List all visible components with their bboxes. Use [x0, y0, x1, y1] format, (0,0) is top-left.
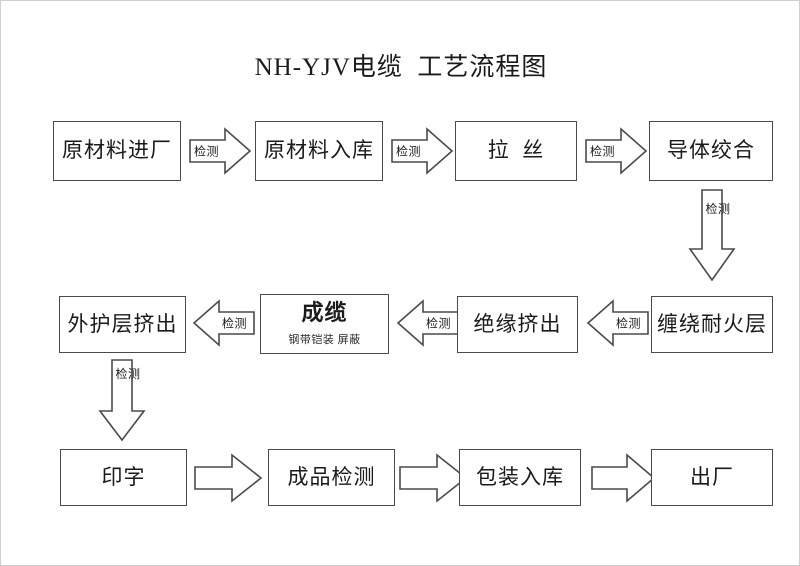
page-title: NH-YJV电缆 工艺流程图 — [254, 54, 548, 81]
arrow-printing-to-finished-product-inspection — [194, 453, 263, 503]
node-label: 外护层挤出 — [67, 311, 178, 336]
node-label: 出厂 — [690, 464, 734, 489]
arrow-finished-product-inspection-to-packing — [399, 453, 468, 503]
node-sublabel: 钢带铠装 屏蔽 — [288, 334, 361, 347]
arrow-insulation-extrusion-to-cabling: 检测 — [396, 299, 459, 347]
node-raw-material-warehousing: 原材料入库 — [255, 121, 383, 181]
node-raw-material-arrival: 原材料进厂 — [53, 121, 181, 181]
arrow-warehousing-to-wire-drawing: 检测 — [391, 127, 454, 175]
arrow-wire-drawing-to-conductor-stranding: 检测 — [585, 127, 648, 175]
node-label: 原材料入库 — [264, 138, 374, 163]
arrow-packing-to-factory-shipment — [591, 453, 656, 503]
node-insulation-extrusion: 绝缘挤出 — [457, 296, 578, 353]
node-fire-resistant-wrapping: 缠绕耐火层 — [651, 296, 773, 353]
node-label: 印字 — [101, 464, 146, 489]
node-label: 包装入库 — [476, 464, 564, 489]
node-label: 绝缘挤出 — [473, 311, 562, 336]
node-factory-shipment: 出厂 — [651, 449, 773, 506]
arrow-conductor-stranding-to-fire-resistant-wrapping: 检测 — [688, 189, 736, 282]
node-wire-drawing: 拉 丝 — [455, 121, 577, 181]
node-label: 拉 丝 — [487, 138, 545, 163]
node-label: 缠绕耐火层 — [657, 311, 767, 336]
node-printing: 印字 — [60, 449, 187, 506]
node-label: 导体绞合 — [667, 138, 755, 163]
node-conductor-stranding: 导体绞合 — [649, 121, 773, 181]
node-label: 原材料进厂 — [62, 138, 172, 163]
node-finished-product-inspection: 成品检测 — [268, 449, 395, 506]
node-outer-sheath-extrusion: 外护层挤出 — [59, 296, 186, 353]
node-packing-warehousing: 包装入库 — [459, 449, 581, 506]
arrow-cabling-to-outer-sheath-extrusion: 检测 — [192, 299, 255, 347]
node-label: 成缆 — [301, 299, 348, 325]
node-cabling: 成缆 钢带铠装 屏蔽 — [260, 294, 389, 354]
node-label: 成品检测 — [287, 464, 376, 489]
arrow-fire-resistant-wrapping-to-insulation-extrusion: 检测 — [586, 299, 649, 347]
arrow-outer-sheath-extrusion-to-printing: 检测 — [98, 359, 146, 442]
arrow-raw-material-arrival-to-warehousing: 检测 — [189, 127, 252, 175]
